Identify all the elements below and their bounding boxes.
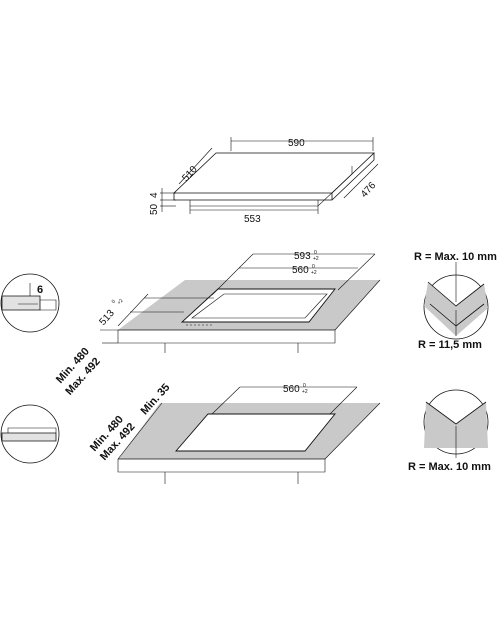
dim-height-total: 50 [149,203,160,215]
cutout-depth-value: 513 [97,308,117,328]
dim-height-small: 4 [149,192,160,198]
std-cutout-width-tol-top: 0 [303,383,306,389]
flush-rebate-detail: 6 [0,273,60,333]
cutout-width-value: 593 [294,251,311,262]
hob-drawing [173,152,375,207]
flush-install-dimensions: 593 0 +2 560 0 +2 513 0 +2 Min. 480 Max.… [54,250,376,398]
dim-inner-depth: 476 [359,180,379,200]
flush-install-worktop [117,279,381,353]
dim-depth: 510 [180,164,200,184]
cutout-width-tol-top: 0 [314,250,317,256]
standard-corner-detail: R = Max. 10 mm [408,389,491,473]
inner-width-value: 560 [292,265,309,276]
rebate-depth-value: 6 [37,284,43,296]
cutout-width-tol-bottom: +2 [313,256,319,262]
std-radius-max: R = Max. 10 mm [408,461,491,473]
dim-inner-width: 553 [244,214,261,225]
hob-dimensions: 590 510 476 553 4 50 [149,137,379,225]
cutout-depth-tol-bottom: +2 [116,298,124,306]
flush-radius: R = 11,5 mm [418,339,482,351]
cutout-depth-tol-top: 0 [111,299,117,305]
flush-corner-detail: R = Max. 10 mm R = 11,5 mm [414,251,497,351]
standard-install-worktop [117,402,381,484]
flush-radius-max: R = Max. 10 mm [414,251,497,263]
standard-edge-detail [0,404,60,464]
inner-width-tol-bottom: +2 [311,270,317,276]
std-cutout-width-tol-bottom: +2 [302,389,308,395]
std-cutout-width-value: 560 [283,384,300,395]
dim-width: 590 [288,138,305,149]
inner-width-tol-top: 0 [312,264,315,270]
